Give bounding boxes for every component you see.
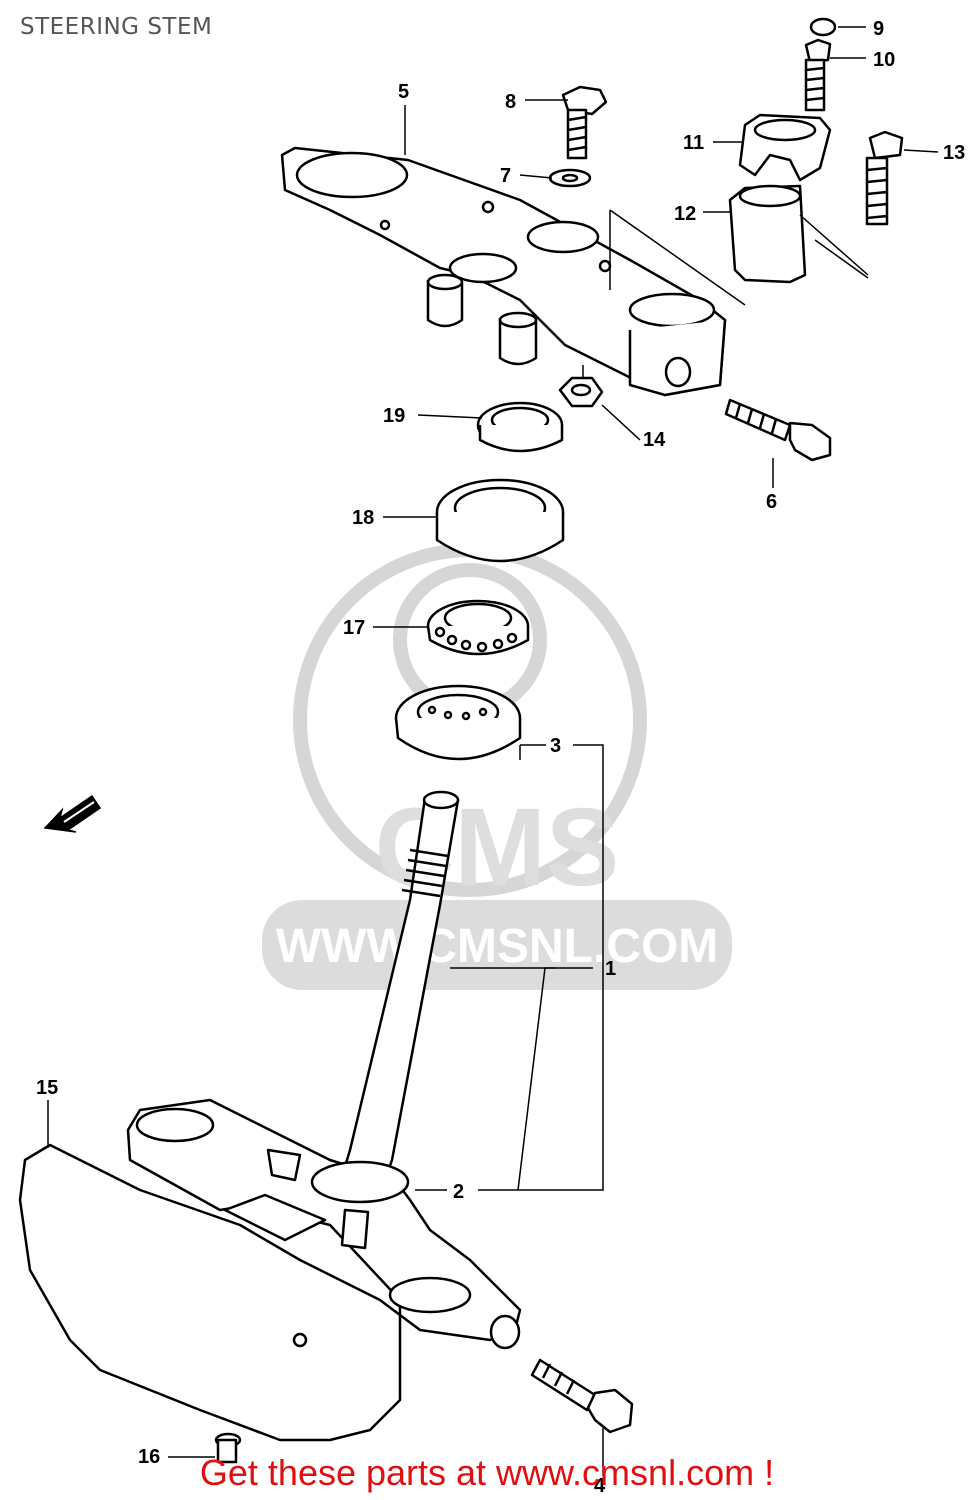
watermark-url: WWW.CMSNL.COM [276, 920, 719, 973]
callout-3: 3 [550, 735, 561, 757]
callout-4: 4 [594, 1475, 606, 1497]
callout-5: 5 [398, 81, 409, 103]
footer-link[interactable]: Get these parts at www.cmsnl.com ! [199, 1452, 775, 1493]
part-holder-upper-11 [738, 113, 832, 182]
callout-17: 17 [343, 617, 365, 639]
part-bolt-8 [561, 85, 608, 160]
callout-14: 14 [643, 429, 666, 451]
part-locknut-19 [476, 401, 564, 453]
callout-19: 19 [383, 405, 405, 427]
callout-13: 13 [943, 142, 965, 164]
callout-1: 1 [605, 958, 616, 980]
callout-12: 12 [674, 203, 696, 225]
callout-15: 15 [36, 1077, 58, 1099]
callout-labels: 1 2 3 4 5 6 7 8 9 10 11 12 13 14 15 16 1… [36, 18, 965, 1497]
callout-10: 10 [873, 49, 895, 71]
part-upper-bracket [280, 146, 727, 397]
front-arrow-icon [43, 794, 102, 833]
callout-8: 8 [505, 91, 516, 113]
part-stem-1 [336, 790, 460, 1202]
part-screw-16 [214, 1432, 242, 1464]
callout-9: 9 [873, 18, 884, 40]
part-bearing-17 [426, 599, 530, 656]
callout-16: 16 [138, 1446, 160, 1468]
part-cap-9 [809, 17, 837, 37]
leader-lines [47, 26, 939, 1476]
part-holder-lower-12 [728, 184, 807, 284]
part-nut-14 [558, 376, 604, 408]
callout-11: 11 [683, 132, 704, 154]
part-bolt-6 [724, 398, 832, 462]
callout-7: 7 [500, 165, 511, 187]
part-bolt-10 [804, 38, 832, 112]
part-bolt-13 [865, 130, 904, 226]
callout-2: 2 [453, 1181, 464, 1203]
part-seal-18 [435, 478, 565, 563]
part-lower-bracket-15 [18, 1098, 522, 1442]
page-title: STEERING STEM [20, 14, 213, 40]
part-bolt-4 [530, 1358, 634, 1434]
callout-6: 6 [766, 491, 777, 513]
callout-18: 18 [352, 507, 374, 529]
part-race-3 [394, 684, 522, 761]
